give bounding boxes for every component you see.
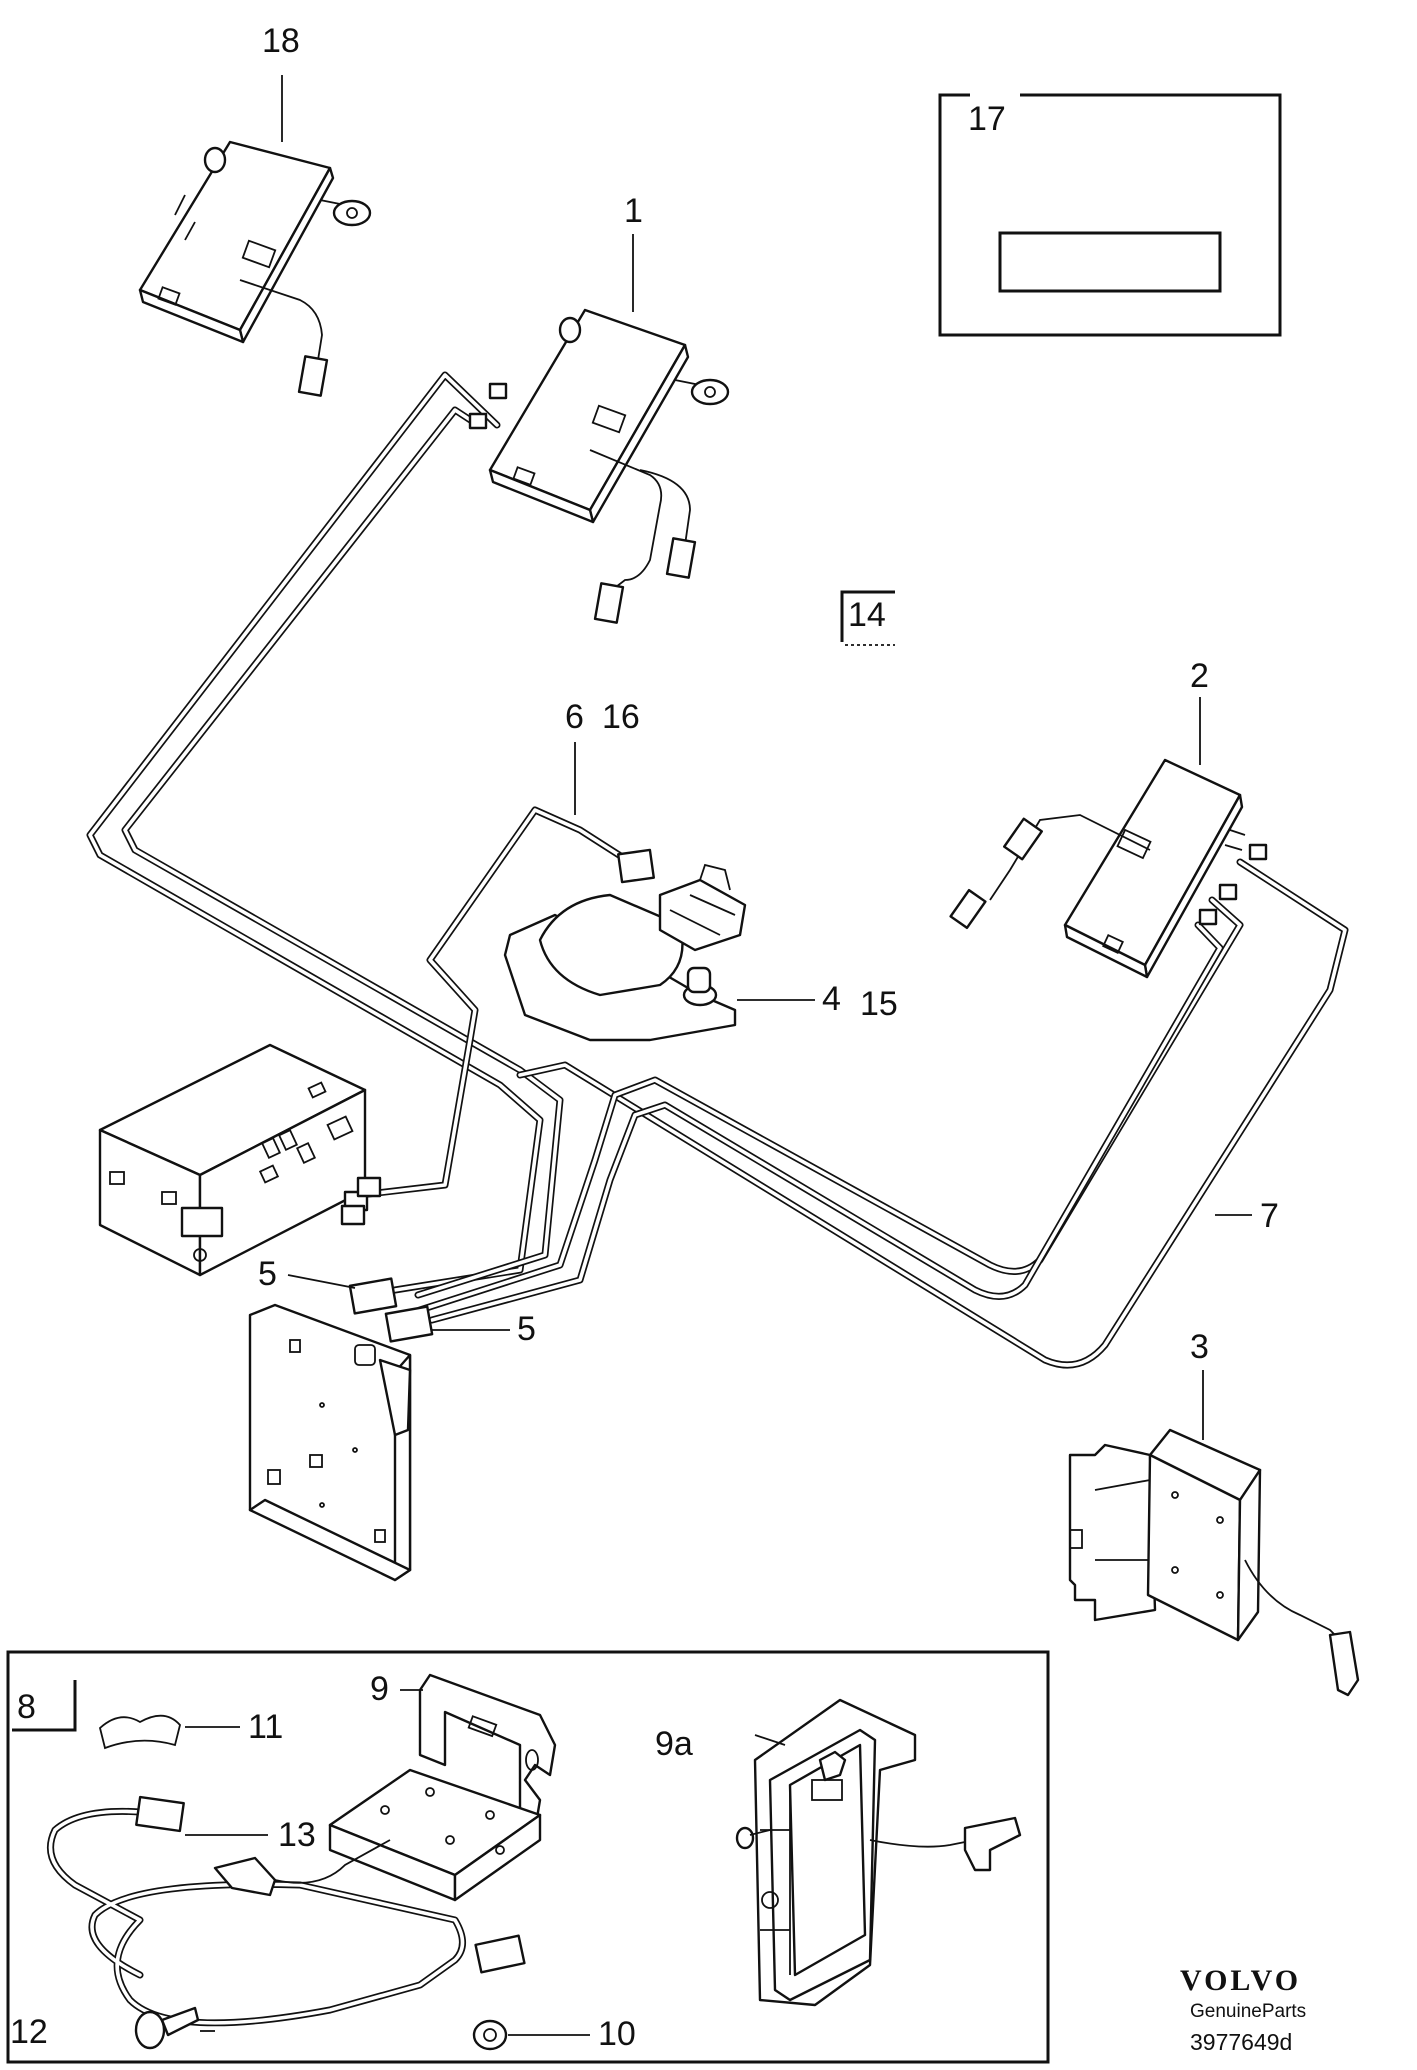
callout-12: 12 [10,2013,48,2051]
part-11-clip [98,1714,181,1750]
part-3-bracket-module [1068,1428,1360,1697]
callout-18: 18 [262,22,300,60]
callout-1: 1 [624,192,643,230]
part-13-cable [47,1795,526,2027]
cable-to-module-2b [428,921,1224,1324]
callout-15: 15 [860,985,898,1023]
control-module [248,1303,412,1582]
callout-17: 17 [968,100,1006,138]
callout-9a: 9a [655,1725,693,1763]
radio-unit [98,1043,382,1277]
part-14-marker [840,590,895,646]
callout-16: 16 [602,698,640,736]
part-10-nut [472,2019,508,2051]
cable-harness [86,371,1349,1369]
part-5-connectors [348,1277,434,1343]
callout-8: 8 [17,1688,36,1726]
part-4-module [503,863,747,1042]
callout-9: 9 [370,1670,389,1708]
volvo-logo: VOLVO [1180,1964,1301,1997]
drawing-number: 3977649d [1190,2029,1292,2055]
callout-7: 7 [1260,1197,1279,1235]
callout-labels: 18 17 1 14 2 6 16 4 15 7 5 5 3 8 9 11 9a… [10,22,1279,2053]
callout-13: 13 [278,1816,316,1854]
part-18-antenna-amplifier [138,140,372,397]
antenna-cable-6 [356,806,634,1199]
callout-3: 3 [1190,1328,1209,1366]
part-9-bracket-module [328,1673,557,1902]
callout-2: 2 [1190,657,1209,695]
callout-4: 4 [822,980,841,1018]
inset-accessory-box [6,1650,1050,2064]
callout-5a: 5 [258,1255,277,1293]
part-2-antenna-amplifier [949,758,1268,979]
callout-5b: 5 [517,1310,536,1348]
callout-11: 11 [248,1708,283,1746]
volvo-branding: VOLVO GenuineParts 3977649d [1180,1964,1306,2055]
cable-7 [516,858,1349,1369]
part-1-antenna-amplifier [468,308,730,624]
callout-6: 6 [565,698,584,736]
leader-lines [185,75,1252,2036]
antenna-cable-2 [121,406,564,1299]
part-9a-bracket-module [735,1698,1022,2007]
callout-14: 14 [848,596,886,634]
part-6-connector [617,848,655,884]
callout-10: 10 [598,2015,636,2053]
genuine-parts-text: GenuineParts [1190,2001,1306,2022]
part-12-bolt [134,2006,200,2050]
part-17-label-box [938,93,1282,337]
antenna-cable-1 [86,371,544,1294]
